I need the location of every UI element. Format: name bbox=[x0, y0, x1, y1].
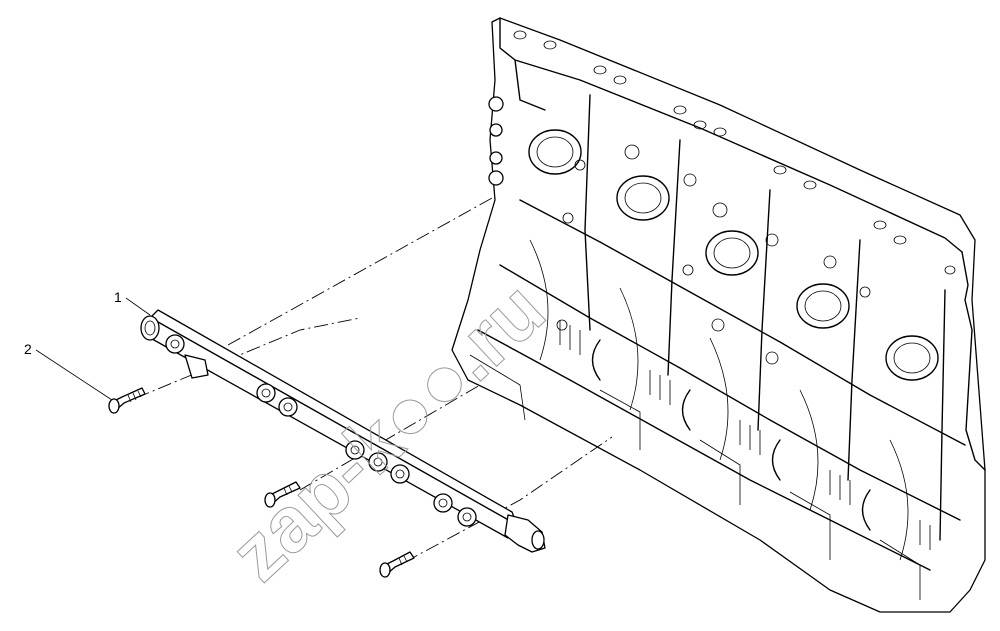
head-bolt-holes bbox=[556, 144, 871, 365]
bolt-upper bbox=[108, 387, 146, 414]
fuel-rail bbox=[140, 309, 546, 553]
bolt-lower bbox=[379, 551, 415, 578]
cylinder-bores bbox=[528, 129, 939, 381]
assembly-center-lines bbox=[135, 197, 613, 563]
deck-holes bbox=[513, 30, 956, 275]
callout-1-number: 1 bbox=[114, 289, 122, 305]
watermark: zap-k●●.ru bbox=[214, 265, 562, 598]
side-bosses bbox=[488, 96, 504, 186]
callout-1: 1 bbox=[114, 289, 151, 316]
rail-outlets bbox=[165, 334, 477, 527]
callout-2: 2 bbox=[24, 341, 113, 401]
block-ribs bbox=[469, 94, 966, 600]
callout-2-number: 2 bbox=[24, 341, 32, 357]
bolt-middle bbox=[264, 481, 301, 508]
engine-block bbox=[451, 17, 986, 613]
bearing-caps bbox=[559, 320, 931, 550]
